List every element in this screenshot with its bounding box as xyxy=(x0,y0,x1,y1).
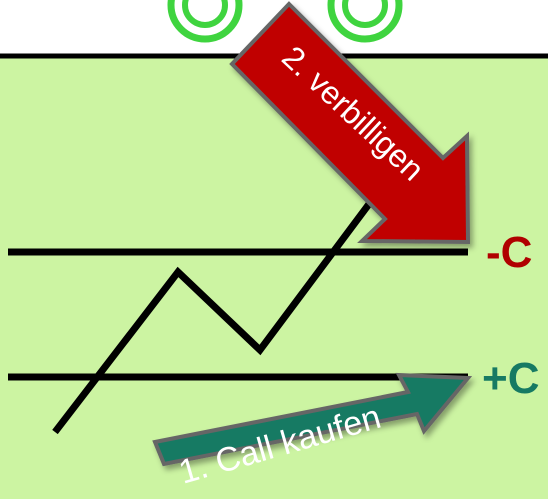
buy-call-arrow xyxy=(152,372,473,467)
sell-call-arrow xyxy=(229,1,471,245)
plus-c-label: +C xyxy=(482,354,539,403)
minus-c-label: -C xyxy=(486,228,532,277)
price-path xyxy=(52,193,378,435)
smiley-icon-left xyxy=(167,0,243,43)
smiley-icon-right xyxy=(327,0,403,43)
